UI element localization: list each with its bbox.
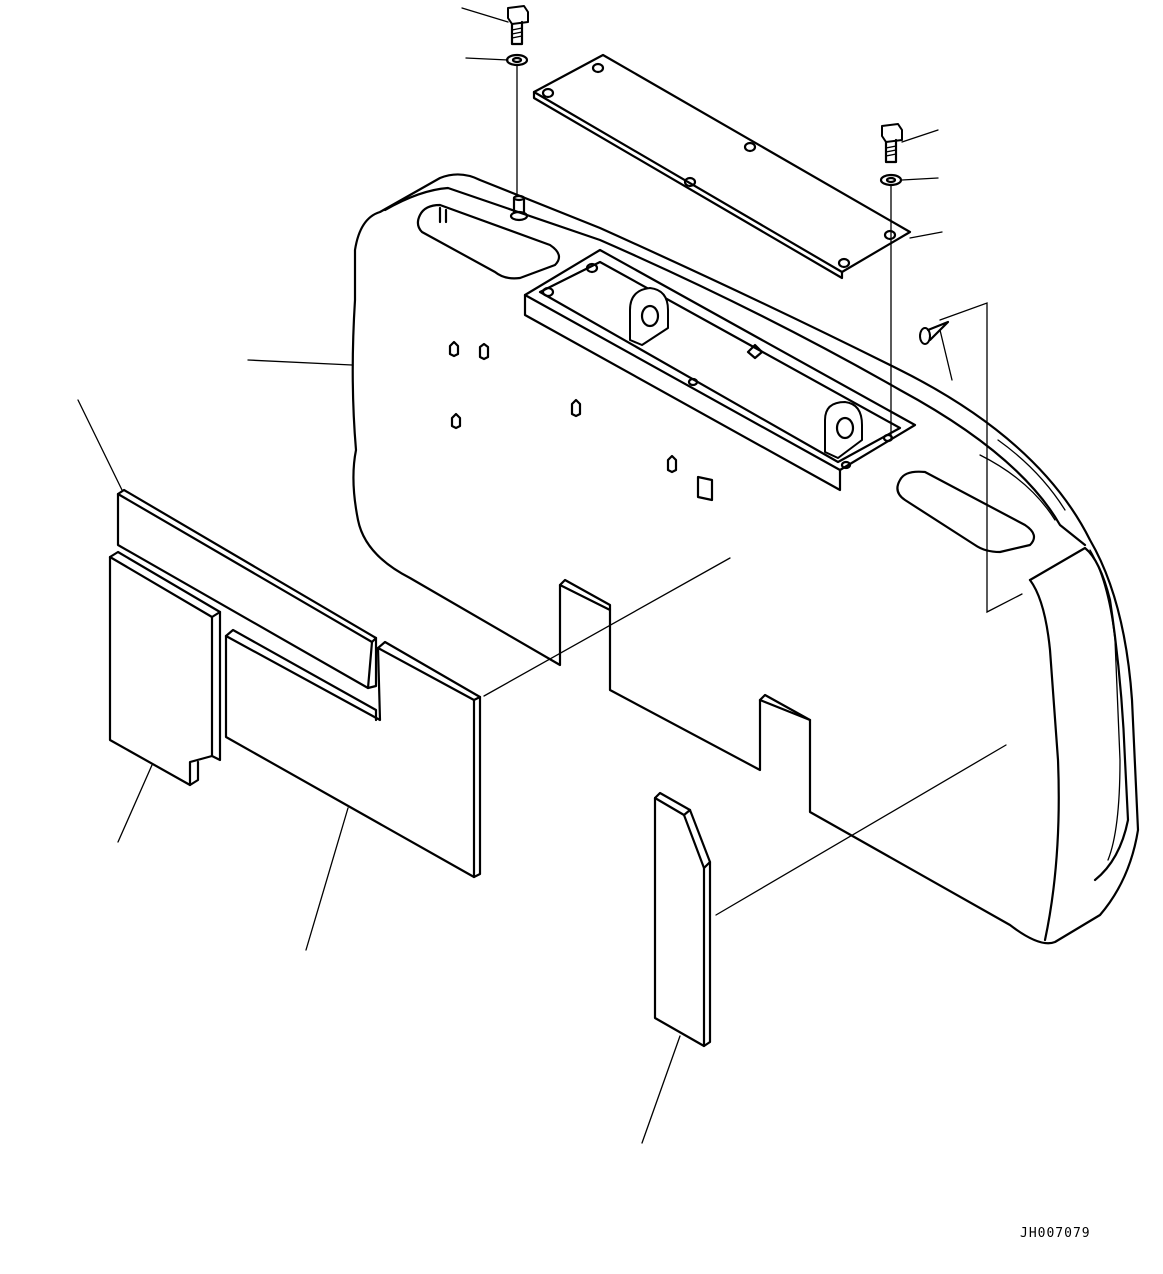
assembly-lines <box>483 65 1023 916</box>
insulation-small-pad <box>653 791 712 1048</box>
screw-right <box>919 320 950 345</box>
bolt-top-left <box>507 5 529 46</box>
insulation-left-pad <box>108 550 222 787</box>
insulation-upper-strip <box>116 488 378 690</box>
cover-plate <box>532 53 912 280</box>
insulation-center-pad <box>224 628 482 879</box>
washer-top-left <box>505 53 529 67</box>
bolt-right <box>881 123 903 164</box>
drawing-reference-code: JH007079 <box>1020 1226 1091 1241</box>
counterweight <box>351 173 1140 945</box>
leader-lines <box>77 7 953 1144</box>
washer-right <box>879 173 903 187</box>
